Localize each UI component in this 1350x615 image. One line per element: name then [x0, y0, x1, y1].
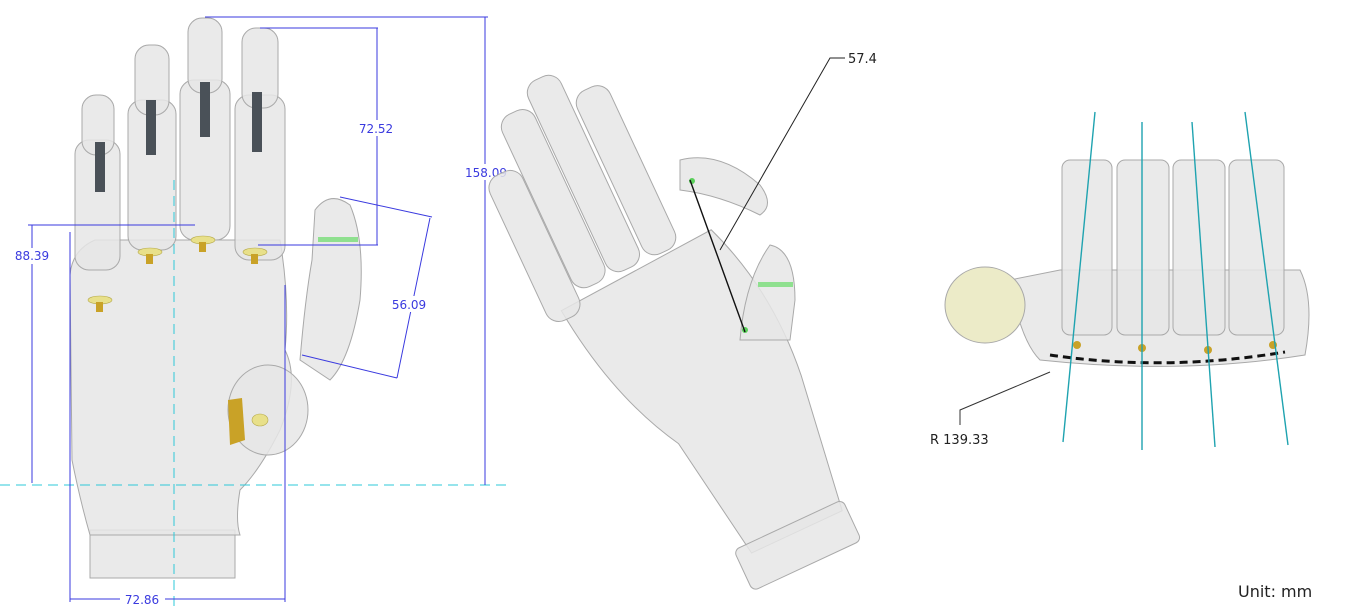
metacarpal-arc — [1049, 350, 1286, 365]
finger-axis — [1191, 121, 1216, 448]
pinch-aperture-line — [689, 179, 746, 333]
finger-axis — [1244, 111, 1289, 446]
thumb-end — [944, 266, 1026, 344]
pinch-leader-line — [719, 57, 845, 251]
unit-label: Unit: mm — [1238, 582, 1312, 601]
grasp-thumb — [739, 244, 796, 341]
joint-bearings — [87, 235, 268, 312]
middle-finger-dim — [258, 27, 378, 246]
palm-length-dim — [28, 224, 195, 483]
middle-fingertip — [187, 17, 223, 94]
middle-finger-length-label: 72.52 — [359, 122, 393, 136]
palm-length-label: 88.39 — [15, 249, 49, 263]
palm-width-label: 72.86 — [125, 593, 159, 607]
front-view-hand — [69, 17, 362, 579]
thumb-length-label: 56.09 — [392, 298, 426, 312]
wrist-connector — [89, 529, 236, 579]
radius-leader-line — [959, 371, 1051, 425]
pinch-aperture-label: 57.4 — [848, 52, 877, 67]
arc-radius-label: R 139.33 — [930, 433, 989, 448]
thumb-base — [227, 364, 309, 456]
palm-width-dim — [69, 232, 286, 602]
wrist-connector — [735, 501, 861, 590]
thumb — [299, 198, 362, 381]
end-view-hand: R 139.33 — [930, 111, 1310, 450]
finger-axis — [1062, 111, 1096, 443]
grasp-view-hand — [488, 74, 861, 590]
grasp-index — [679, 157, 768, 216]
overall-length-dim — [205, 16, 488, 485]
